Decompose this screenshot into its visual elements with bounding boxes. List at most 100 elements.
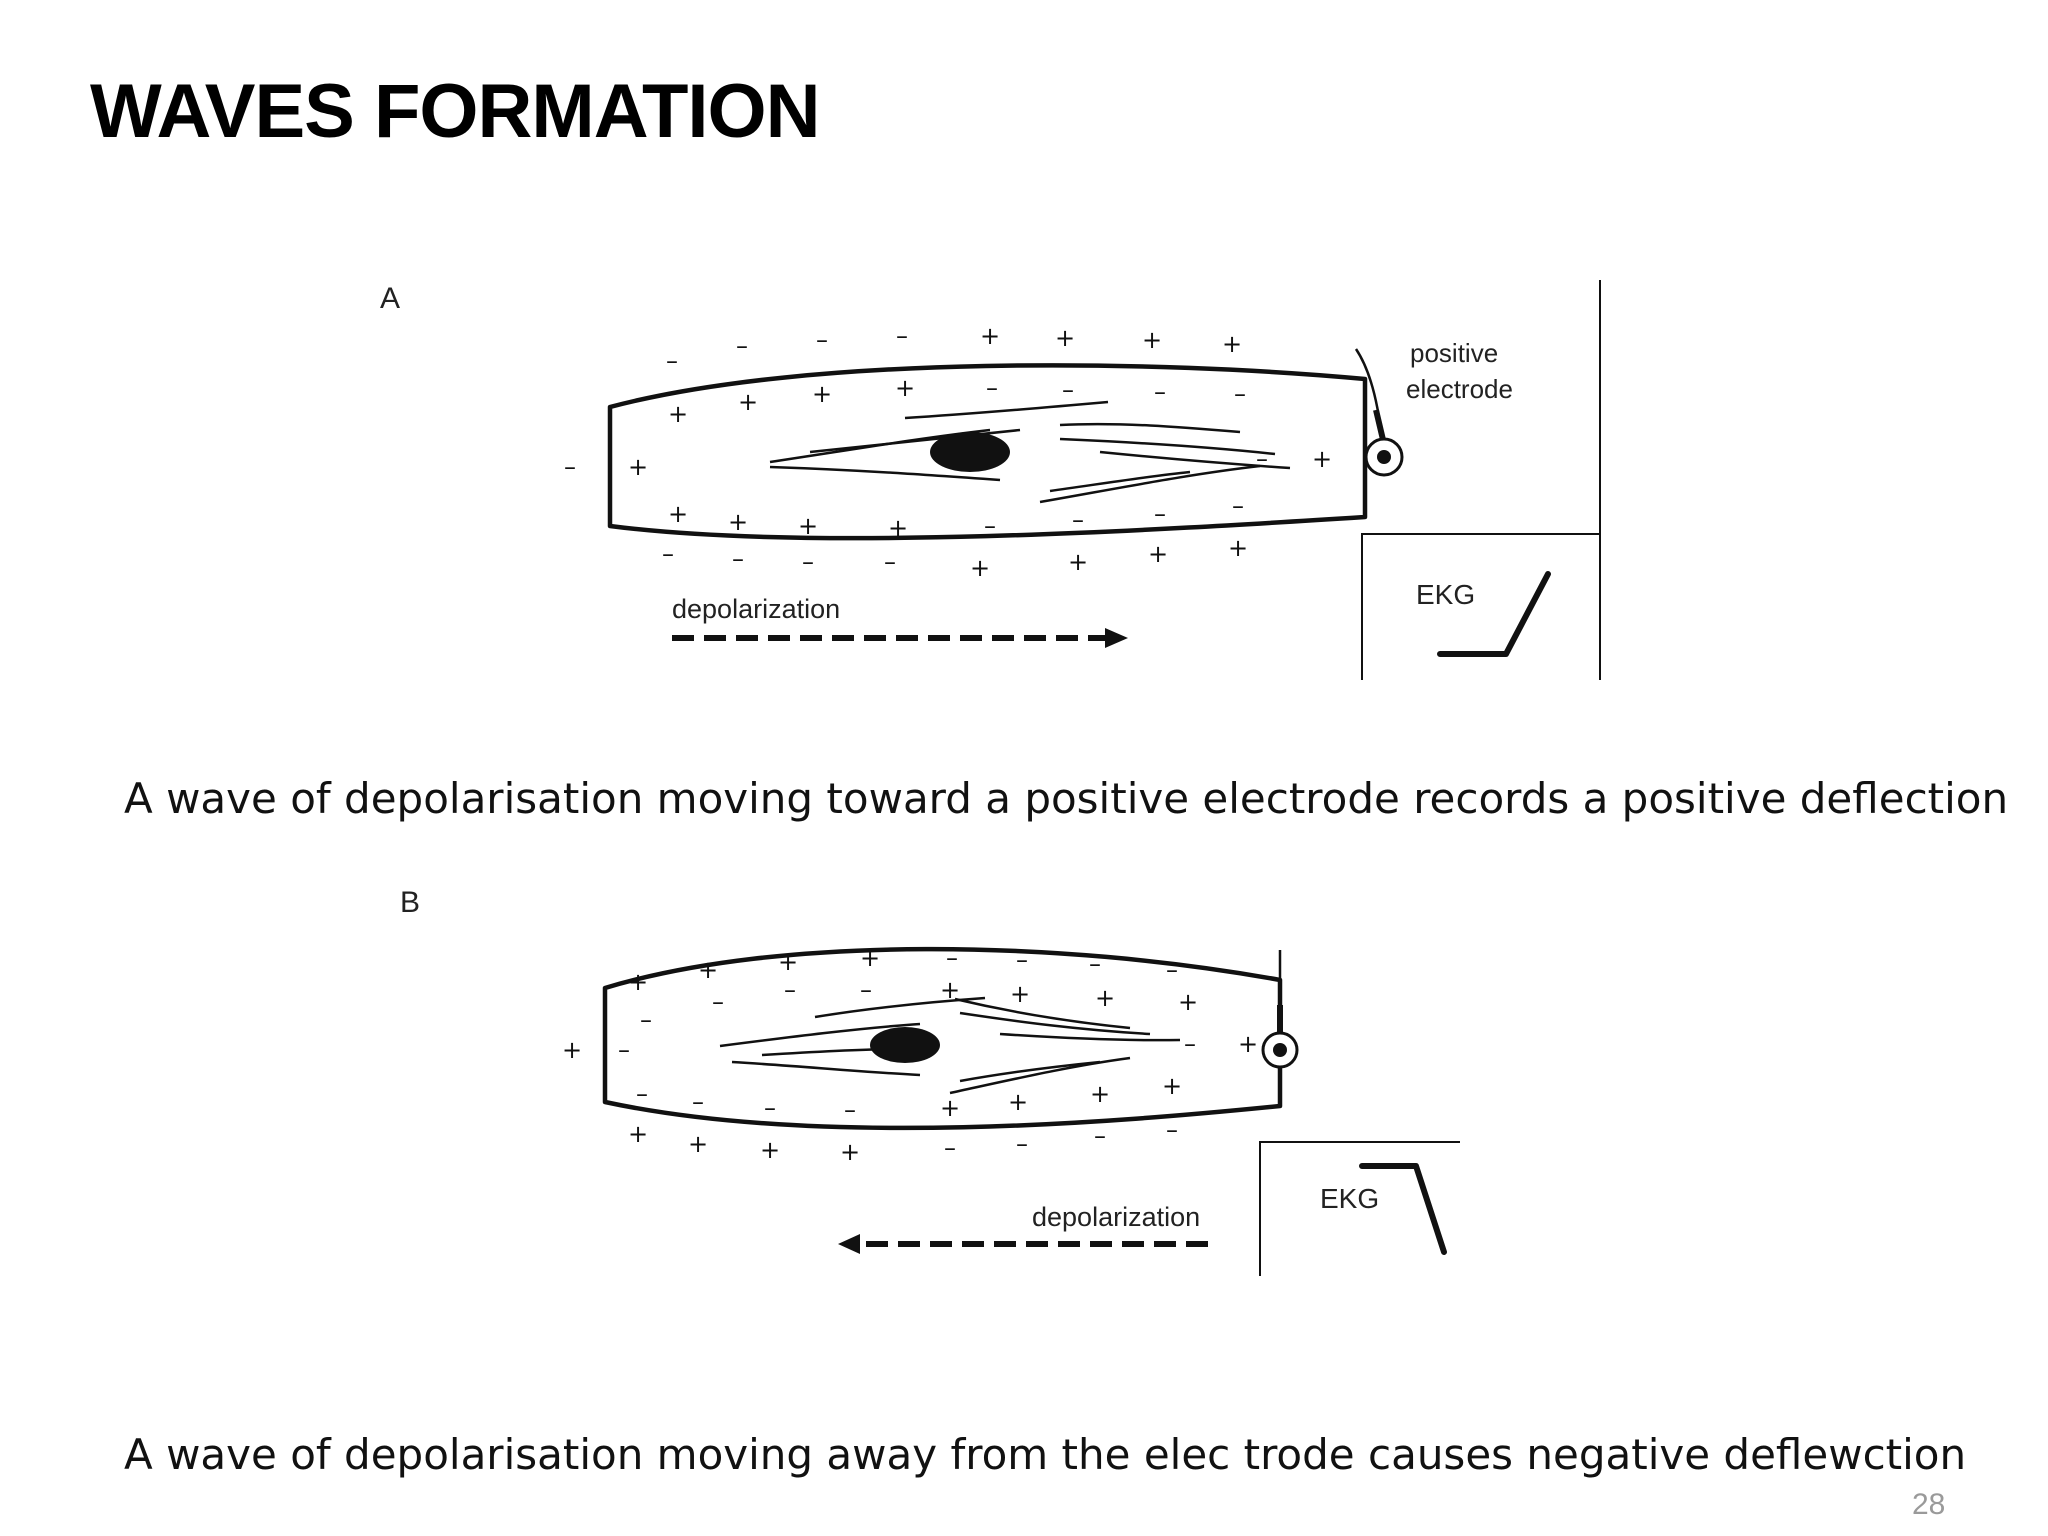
svg-text:–: – [986, 374, 998, 402]
svg-text:+: + [1178, 988, 1198, 1016]
svg-text:–: – [1154, 378, 1166, 406]
svg-text:–: – [944, 1134, 956, 1162]
svg-text:+: + [738, 388, 758, 416]
charge-signs-b: ++++–––– ––––++++ +––+ ––––++++ ++++–––– [562, 944, 1258, 1166]
svg-text:+: + [1010, 980, 1030, 1008]
svg-text:–: – [1232, 492, 1244, 520]
svg-text:–: – [1094, 1122, 1106, 1150]
svg-text:–: – [564, 453, 576, 481]
svg-text:–: – [1166, 1116, 1178, 1144]
muscle-cell-a [607, 363, 1368, 541]
svg-text:–: – [984, 512, 996, 540]
svg-text:+: + [1055, 324, 1075, 352]
svg-text:+: + [940, 976, 960, 1004]
svg-text:+: + [1008, 1088, 1028, 1116]
svg-text:–: – [666, 347, 678, 375]
electrode-label-line2-a: electrode [1406, 374, 1513, 404]
panel-letter-b: B [400, 886, 420, 919]
cell-nucleus-a [930, 432, 1010, 472]
ekg-positive-deflection [1437, 571, 1551, 657]
svg-text:+: + [698, 956, 718, 984]
svg-text:+: + [688, 1130, 708, 1158]
svg-text:–: – [1166, 956, 1178, 984]
muscle-fibers-b [719, 996, 1181, 1095]
ekg-label-a: EKG [1416, 579, 1475, 610]
svg-text:+: + [940, 1094, 960, 1122]
ekg-label-b: EKG [1320, 1183, 1379, 1214]
svg-text:+: + [1095, 984, 1115, 1012]
svg-text:+: + [888, 514, 908, 542]
svg-text:–: – [1256, 445, 1268, 473]
svg-text:+: + [798, 512, 818, 540]
svg-text:+: + [895, 374, 915, 402]
svg-text:+: + [778, 948, 798, 976]
svg-text:+: + [812, 380, 832, 408]
depolarization-arrow-right [672, 628, 1128, 648]
svg-text:–: – [1234, 380, 1246, 408]
svg-text:–: – [640, 1006, 652, 1034]
ekg-box-a [1361, 280, 1601, 680]
panel-letter-a: A [380, 282, 400, 315]
svg-text:–: – [802, 548, 814, 576]
svg-text:–: – [816, 326, 828, 354]
svg-text:–: – [1016, 946, 1028, 974]
svg-text:–: – [1089, 950, 1101, 978]
svg-text:–: – [618, 1036, 630, 1064]
svg-text:+: + [760, 1136, 780, 1164]
svg-text:+: + [628, 1120, 648, 1148]
caption-panel-b: A wave of depolarisation moving away fro… [124, 1430, 1967, 1479]
svg-text:+: + [1142, 326, 1162, 354]
svg-text:+: + [980, 322, 1000, 350]
svg-text:–: – [636, 1080, 648, 1108]
charge-signs-a: ––––++++ ++++–––– –+–+ ++++–––– ––––++++ [564, 322, 1332, 582]
depolarization-arrow-left [838, 1234, 1208, 1254]
electrode-label-line1-a: positive [1410, 338, 1498, 368]
svg-text:–: – [692, 1088, 704, 1116]
svg-text:–: – [784, 976, 796, 1004]
depolarization-label-a: depolarization [672, 594, 840, 624]
svg-text:–: – [884, 548, 896, 576]
slide-title: WAVES FORMATION [90, 69, 820, 154]
cell-nucleus-b [870, 1027, 940, 1063]
svg-text:–: – [844, 1096, 856, 1124]
svg-text:+: + [1238, 1030, 1258, 1058]
svg-text:–: – [896, 322, 908, 350]
svg-text:–: – [712, 988, 724, 1016]
svg-text:+: + [970, 554, 990, 582]
ekg-box-b [1259, 1141, 1460, 1276]
svg-text:–: – [1154, 500, 1166, 528]
svg-text:–: – [946, 944, 958, 972]
svg-text:+: + [1222, 330, 1242, 358]
svg-text:+: + [668, 500, 688, 528]
ekg-negative-deflection [1359, 1163, 1447, 1255]
svg-text:–: – [1062, 376, 1074, 404]
muscle-cell-b [602, 946, 1283, 1131]
svg-text:+: + [1148, 540, 1168, 568]
svg-text:–: – [1072, 506, 1084, 534]
diagram-panel-a: A ––––++++ ++++–––– –+–+ ++++–––– ––––++… [380, 280, 1601, 680]
svg-text:–: – [662, 540, 674, 568]
positive-electrode-b [1261, 950, 1299, 1069]
svg-text:+: + [628, 453, 648, 481]
svg-text:+: + [1312, 445, 1332, 473]
svg-text:–: – [1184, 1030, 1196, 1058]
svg-text:+: + [860, 944, 880, 972]
page-number: 28 [1912, 1488, 1946, 1521]
svg-text:+: + [1068, 548, 1088, 576]
muscle-fibers-a [769, 400, 1291, 504]
depolarization-label-b: depolarization [1032, 1202, 1200, 1232]
caption-panel-a: A wave of depolarisation moving toward a… [124, 774, 2009, 823]
svg-text:–: – [732, 545, 744, 573]
positive-electrode-a [1354, 348, 1404, 477]
svg-text:+: + [728, 508, 748, 536]
svg-text:+: + [1162, 1072, 1182, 1100]
svg-text:+: + [1228, 534, 1248, 562]
svg-text:–: – [764, 1094, 776, 1122]
svg-text:–: – [736, 332, 748, 360]
svg-text:+: + [668, 400, 688, 428]
svg-text:+: + [840, 1138, 860, 1166]
svg-text:–: – [1016, 1130, 1028, 1158]
svg-text:+: + [562, 1036, 582, 1064]
svg-text:+: + [628, 968, 648, 996]
diagram-panel-b: B ++++–––– ––––++++ +––+ ––––++++ ++++––… [400, 886, 1460, 1276]
